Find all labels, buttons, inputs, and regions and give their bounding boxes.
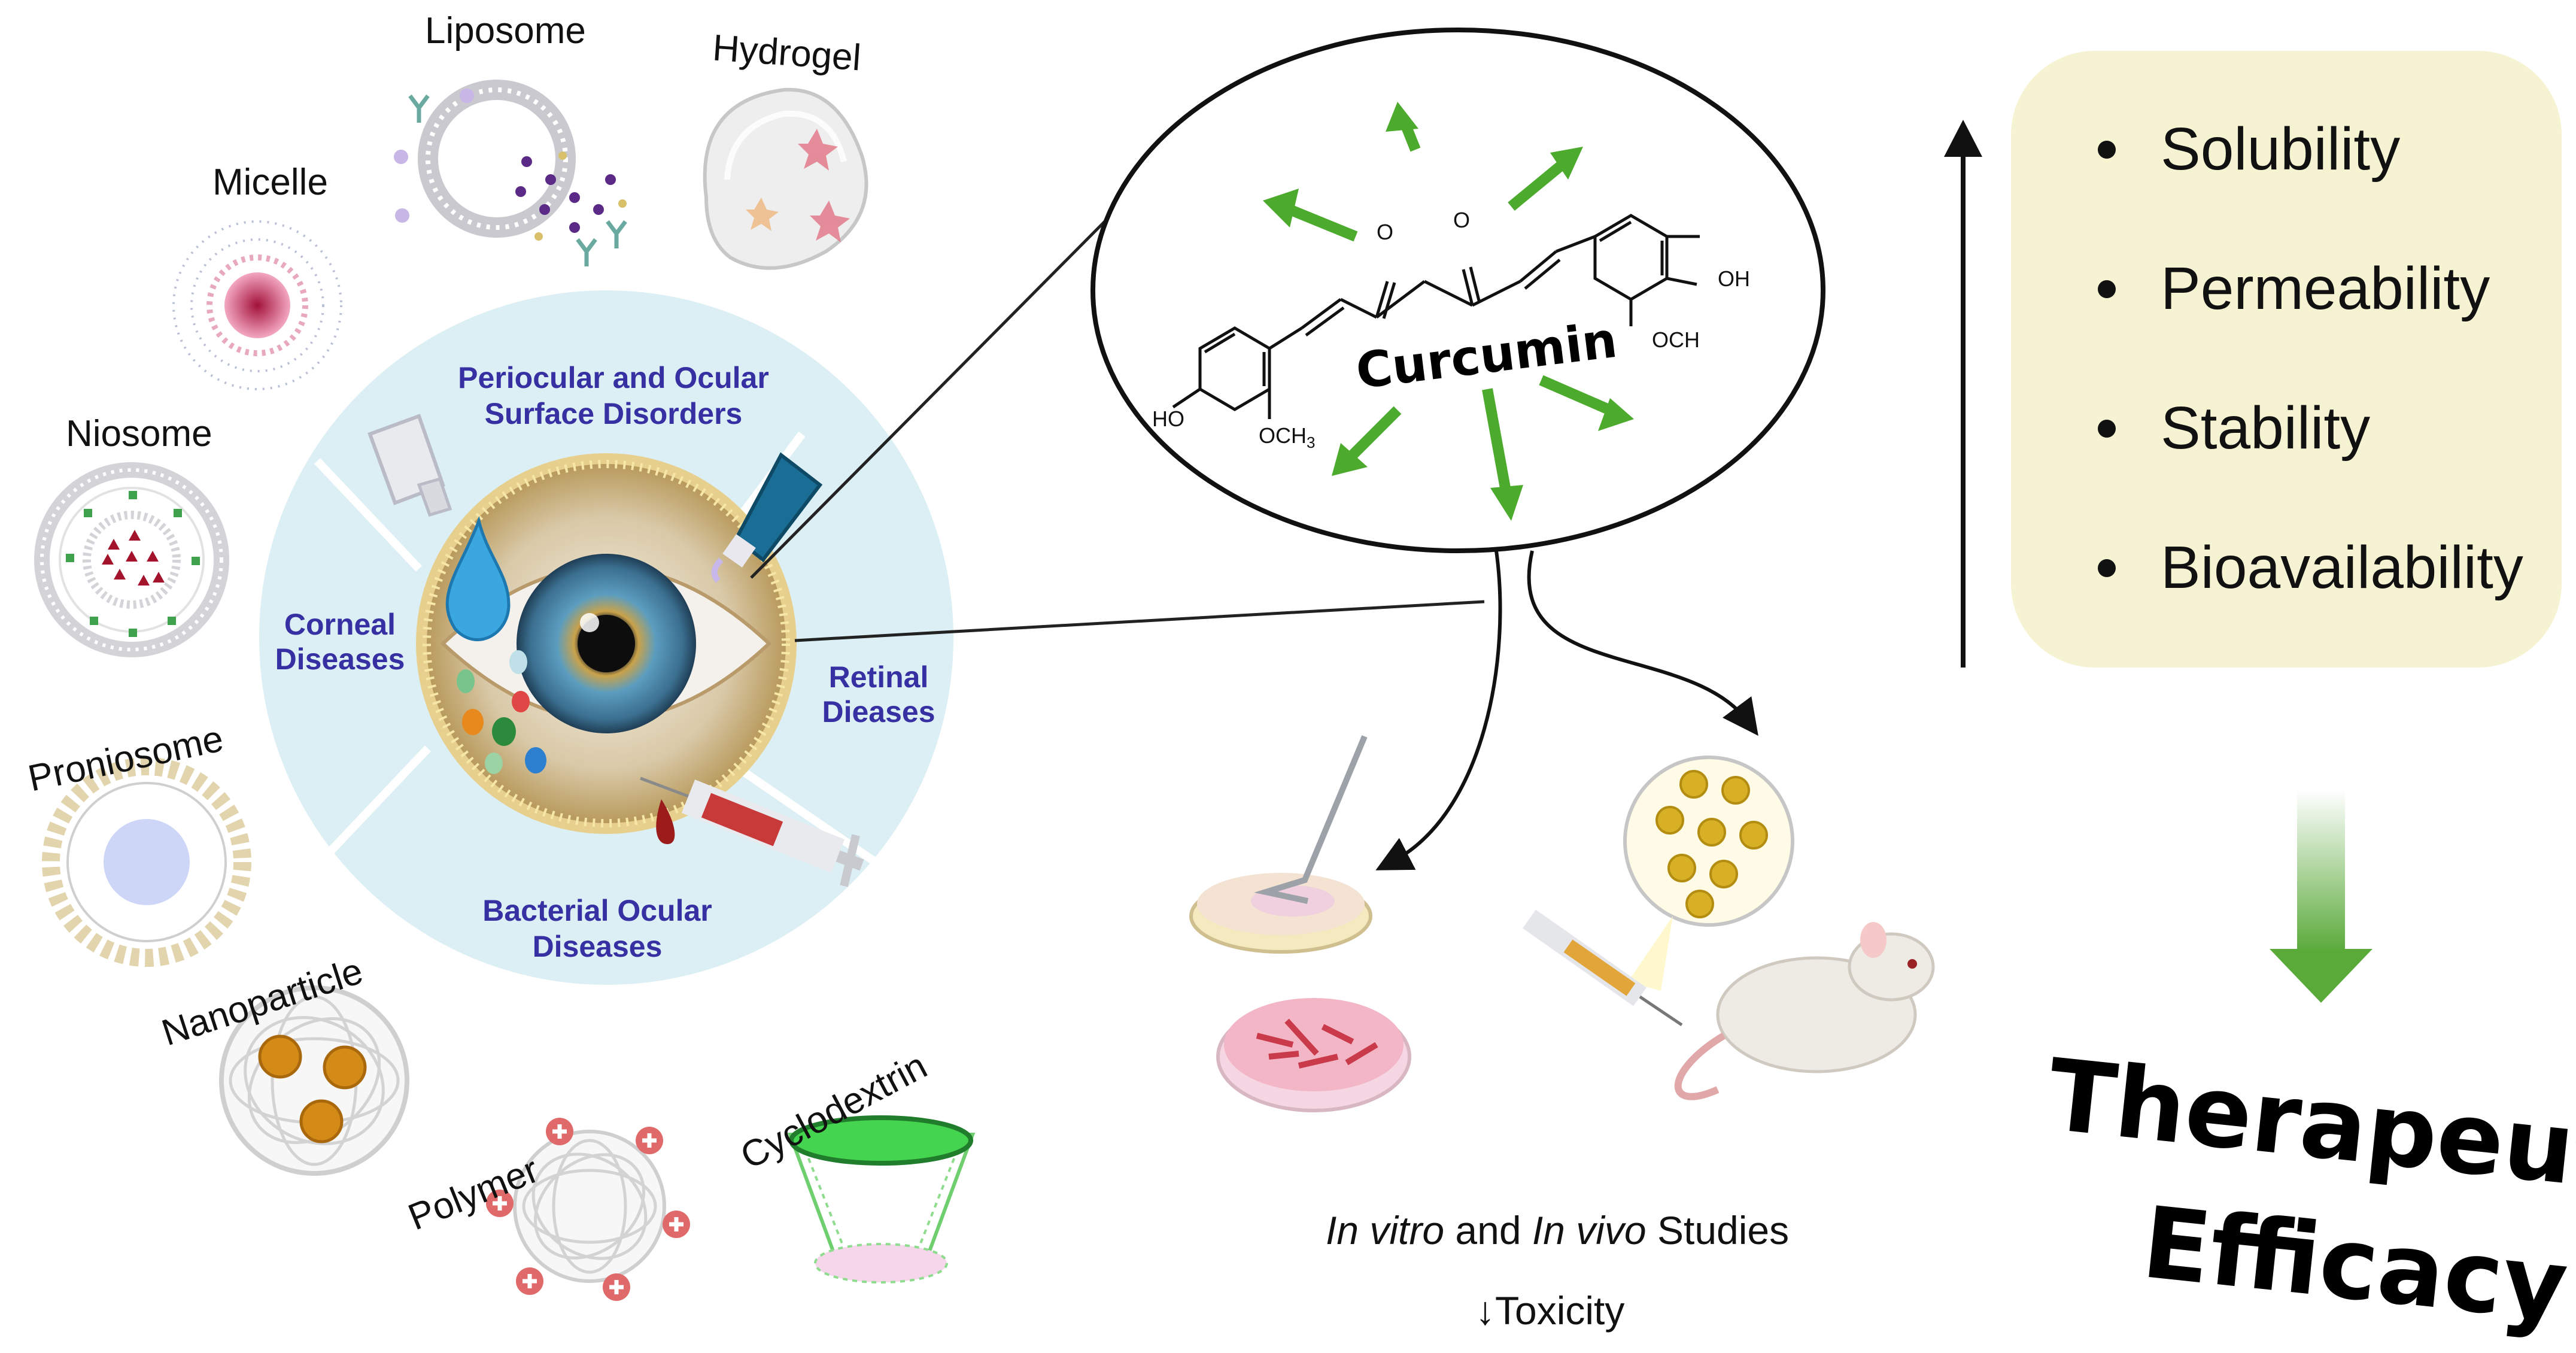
nanoparticle-icon [219, 985, 409, 1176]
study-arrows [1375, 550, 1758, 870]
micelle-label: Micelle [212, 162, 328, 203]
wheel-label-corneal: Corneal [284, 608, 396, 641]
niosome-label: Niosome [66, 413, 212, 454]
wheel-label-periocular: Periocular and Ocular [458, 361, 769, 395]
curcumin-structure-icon [1172, 214, 1700, 419]
outcome-line1: Therapeutic [2043, 1037, 2576, 1222]
atom-ho: HO [1152, 406, 1184, 431]
wheel-label-corneal-2: Diseases [275, 642, 405, 676]
wheel-label-surface: Surface Disorders [485, 397, 743, 430]
ocular-disease-wheel: Periocular and Ocular Surface Disorders … [259, 290, 953, 985]
syringe-icon [640, 776, 864, 887]
property-solubility: Solubility [2161, 116, 2400, 183]
property-bioavailability: Bioavailability [2161, 534, 2523, 601]
atom-oh: OH [1718, 266, 1750, 291]
eye-image [416, 453, 797, 834]
properties-list: Solubility Permeability Stability Bioava… [2098, 116, 2523, 601]
atom-och3: OCH3 [1259, 423, 1315, 451]
curcumin-bubble: O O HO OCH3 OH OCH Curcumin [1090, 28, 1825, 553]
micelle-icon [172, 220, 342, 390]
green-arrows-icon [1263, 102, 1634, 521]
cell-culture-dish-icon [1216, 998, 1411, 1112]
ointment-tube-icon [711, 452, 823, 583]
cyclodextrin-icon [787, 1115, 976, 1284]
up-arrow-icon [1944, 120, 1982, 668]
proniosome-icon [42, 757, 251, 967]
atom-o2: O [1453, 208, 1470, 232]
green-down-arrow-icon [2270, 790, 2373, 1003]
atom-o1: O [1377, 220, 1393, 244]
wheel-label-retinal-2: Dieases [822, 695, 935, 729]
liposome-icon [394, 80, 627, 266]
property-stability: Stability [2161, 395, 2370, 462]
nanocarriers: Liposome Hydrogel Micelle [25, 10, 976, 1301]
wheel-label-bacterial: Bacterial Ocular [482, 894, 712, 927]
pills-icon [457, 650, 546, 774]
hydrogel-icon [703, 87, 868, 270]
liposome-label: Liposome [425, 10, 586, 51]
property-permeability: Permeability [2161, 255, 2490, 322]
hydrogel-label: Hydrogel [711, 27, 862, 78]
zoom-connector-lines [750, 157, 1485, 642]
wheel-label-retinal: Retinal [829, 660, 929, 694]
niosome-icon [34, 462, 229, 657]
petri-dish-spreader-icon [1189, 735, 1372, 954]
wheel-label-bacterial-2: Diseases [533, 930, 663, 963]
polymer-icon [486, 1118, 690, 1301]
properties-box [2011, 51, 2562, 668]
studies-caption: In vitro and In vivo Studies [1326, 1208, 1789, 1252]
toxicity-caption: ↓Toxicity [1475, 1288, 1624, 1333]
eye-drop-bottle-icon [367, 414, 452, 517]
atom-och: OCH [1652, 327, 1700, 352]
water-drop-icon [445, 515, 511, 641]
outcome-line2: Efficacy [2137, 1185, 2572, 1343]
plus-charge-icons [486, 1118, 690, 1301]
mouse-injection-icon [1523, 756, 1935, 1100]
